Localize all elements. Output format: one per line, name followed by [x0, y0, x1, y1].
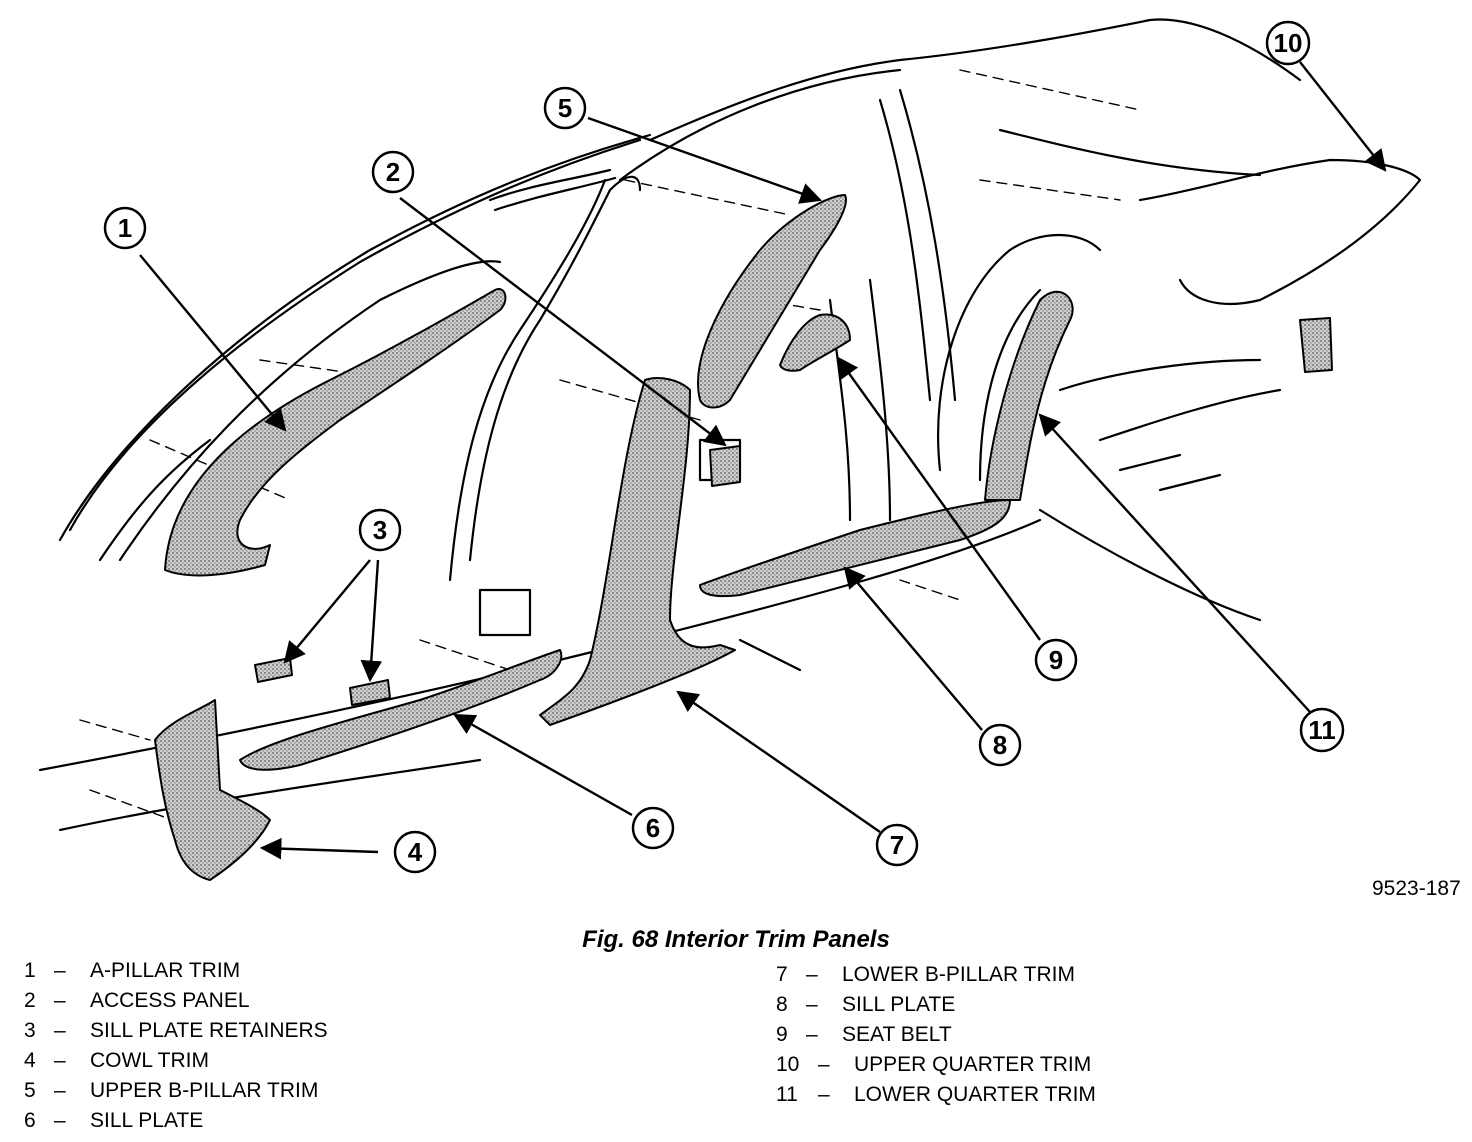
legend-number: 11: [776, 1083, 798, 1106]
legend-dash: –: [818, 1083, 830, 1106]
leader-11: [1038, 413, 1311, 713]
legend-item: 5– UPPER B-PILLAR TRIM: [24, 1076, 328, 1106]
legend-dash: –: [818, 1053, 830, 1076]
callout-7-label: 7: [890, 830, 904, 860]
legend-label: UPPER B-PILLAR TRIM: [90, 1079, 319, 1102]
callout-2: 2: [371, 150, 415, 194]
legend-label: COWL TRIM: [90, 1049, 209, 1072]
callout-8: 8: [978, 723, 1022, 767]
leader-4: [259, 837, 379, 860]
legend-number: 4: [24, 1049, 36, 1072]
legend-item: 2– ACCESS PANEL: [24, 986, 328, 1016]
a-pillar-trim-part: [164, 288, 507, 577]
callout-6-label: 6: [646, 813, 660, 843]
sill-retainer-left: [254, 657, 293, 683]
access-panel-part: [709, 445, 741, 487]
sill-retainer-right: [349, 679, 391, 706]
a-pillar-frame: [468, 175, 642, 562]
leader-7: [676, 690, 881, 833]
leader-8: [843, 566, 983, 731]
legend-number: 6: [24, 1109, 36, 1132]
legend-item: 9– SEAT BELT: [776, 1020, 1096, 1050]
legend-number: 9: [776, 1023, 788, 1046]
legend-label: LOWER B-PILLAR TRIM: [842, 963, 1075, 986]
legend-left-column: 1–A-PILLAR TRIM 2–ACCESS PANEL 3–SILL PL…: [24, 956, 328, 1136]
leader-5: [587, 116, 823, 204]
leader-9: [836, 356, 1041, 641]
legend-dash: –: [54, 1109, 66, 1132]
legend-item: 10– UPPER QUARTER TRIM: [776, 1050, 1096, 1080]
legend-dash: –: [806, 963, 818, 986]
legend-item: 11– LOWER QUARTER TRIM: [776, 1080, 1096, 1110]
callout-6: 6: [631, 806, 675, 850]
legend-number: 1: [24, 959, 36, 982]
leader-1: [139, 254, 287, 432]
roof-top-outline: [648, 18, 1302, 142]
callout-4-label: 4: [408, 837, 423, 867]
legend-number: 5: [24, 1079, 36, 1102]
front-sill-plate-part: [239, 649, 563, 771]
callout-5-label: 5: [558, 93, 572, 123]
upper-b-pillar-trim-part: [697, 194, 847, 409]
callout-8-label: 8: [993, 730, 1007, 760]
callout-4: 4: [393, 830, 437, 874]
leader-6: [453, 713, 633, 817]
figure-caption: Fig. 68 Interior Trim Panels: [582, 926, 890, 953]
legend-number: 10: [776, 1053, 800, 1076]
legend-item: 1– A-PILLAR TRIM: [24, 956, 328, 986]
figure-id: 9523-187: [1372, 877, 1461, 900]
leader-2: [399, 197, 727, 447]
legend-item: 3– SILL PLATE RETAINERS: [24, 1016, 328, 1046]
legend-number: 7: [776, 963, 788, 986]
legend-label: SEAT BELT: [842, 1023, 952, 1046]
leader-10: [1299, 61, 1387, 172]
legend-dash: –: [54, 959, 66, 982]
legend-label: SILL PLATE: [842, 993, 956, 1016]
callout-11: 11: [1299, 707, 1345, 753]
rear-door-opening: [936, 234, 1102, 472]
rear-sill-plate-part: [699, 499, 1011, 598]
callout-3-label: 3: [373, 515, 387, 545]
legend-number: 8: [776, 993, 788, 1016]
legend-label: LOWER QUARTER TRIM: [854, 1083, 1096, 1106]
roof-outline: [68, 138, 642, 532]
legend-label: UPPER QUARTER TRIM: [854, 1053, 1092, 1076]
cowl-trim-part: [154, 699, 271, 881]
callout-7: 7: [875, 823, 919, 867]
callout-11-label: 11: [1308, 715, 1336, 745]
callout-1-label: 1: [118, 213, 132, 243]
callout-9-label: 9: [1049, 645, 1063, 675]
callout-5: 5: [543, 86, 587, 130]
legend-label: SILL PLATE: [90, 1109, 204, 1132]
lower-b-pillar-trim-part: [539, 377, 736, 726]
legend-dash: –: [54, 989, 66, 1012]
legend-label: A-PILLAR TRIM: [90, 959, 241, 982]
callout-2-label: 2: [386, 157, 400, 187]
legend-dash: –: [54, 1019, 66, 1042]
seat-belt-part: [779, 313, 851, 372]
legend-item: 7– LOWER B-PILLAR TRIM: [776, 960, 1096, 990]
legend-label: ACCESS PANEL: [90, 989, 250, 1012]
legend-item: 4– COWL TRIM: [24, 1046, 328, 1076]
leader-3a: [283, 559, 371, 664]
callout-10-label: 10: [1274, 28, 1303, 58]
legend-right-column: 7–LOWER B-PILLAR TRIM 8–SILL PLATE 9–SEA…: [776, 960, 1096, 1110]
legend-dash: –: [806, 993, 818, 1016]
legend-item: 8– SILL PLATE: [776, 990, 1096, 1020]
legend-dash: –: [806, 1023, 818, 1046]
legend-dash: –: [54, 1079, 66, 1102]
callout-10: 10: [1265, 20, 1311, 66]
upper-quarter-trim-part: [1299, 317, 1333, 373]
leader-3b: [360, 559, 383, 683]
legend-number: 3: [24, 1019, 36, 1042]
legend-item: 6– SILL PLATE: [24, 1106, 328, 1136]
trim-panels-diagram: 1 2 3 4 5 6 7 8: [38, 18, 1422, 881]
callout-3: 3: [358, 508, 402, 552]
legend-dash: –: [54, 1049, 66, 1072]
callout-9: 9: [1034, 638, 1078, 682]
legend-number: 2: [24, 989, 36, 1012]
callout-1: 1: [103, 206, 147, 250]
lower-quarter-trim-part: [984, 290, 1074, 501]
legend-label: SILL PLATE RETAINERS: [90, 1019, 328, 1042]
